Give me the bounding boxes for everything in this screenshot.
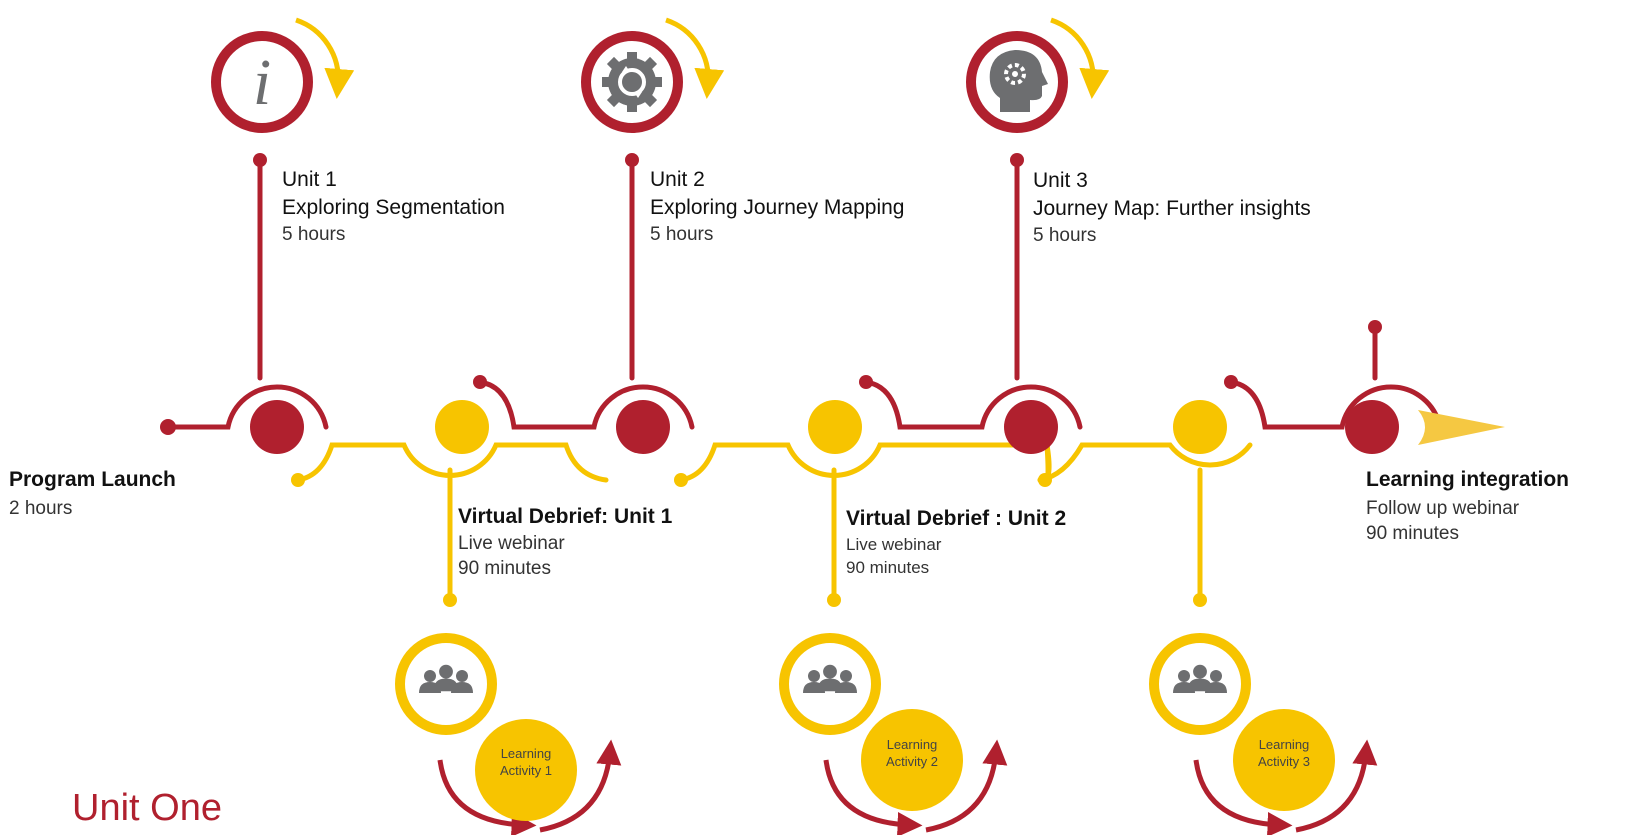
debrief-2-format: Live webinar: [846, 535, 942, 554]
gear-cycle-icon: [602, 52, 662, 112]
activity-3-line1: Learning: [1258, 737, 1310, 752]
unit-1-duration: 5 hours: [282, 224, 346, 245]
activity-3-line2: Activity 3: [1257, 754, 1310, 769]
head-gear-icon: [989, 50, 1048, 112]
unit-3-duration: 5 hours: [1033, 225, 1097, 246]
debrief-1-title: Virtual Debrief: Unit 1: [458, 505, 673, 528]
red-timeline-path: [165, 157, 1443, 430]
unit-3-number: Unit 3: [1033, 169, 1088, 192]
launch-duration: 2 hours: [9, 498, 73, 519]
activity-1-label: Learning Activity 1: [476, 745, 576, 779]
yellow-timeline-path: [295, 442, 1253, 603]
yellow-node: [808, 400, 862, 454]
yellow-endpoint-dots: [291, 473, 1207, 607]
red-node: [250, 400, 304, 454]
debrief-1-label: Virtual Debrief: Unit 1 Live webinar 90 …: [458, 503, 672, 581]
unit-2-number: Unit 2: [650, 168, 705, 191]
integration-label: Learning integration Follow up webinar 9…: [1366, 466, 1569, 546]
end-arrow: [1418, 410, 1505, 445]
integration-format: Follow up webinar: [1366, 498, 1520, 519]
info-icon: i: [253, 46, 271, 119]
activity-2-label: Learning Activity 2: [862, 736, 962, 770]
debrief-2-duration: 90 minutes: [846, 558, 930, 577]
activity-2-line1: Learning: [886, 737, 938, 752]
unit-2-label: Unit 2 Exploring Journey Mapping 5 hours: [650, 166, 904, 247]
section-heading: Unit One: [72, 787, 222, 829]
unit-1-title: Exploring Segmentation: [282, 196, 505, 219]
activity-1-line2: Activity 1: [499, 763, 552, 778]
activity-1-line1: Learning: [500, 746, 552, 761]
launch-label: Program Launch 2 hours: [9, 466, 176, 521]
yellow-node: [1173, 400, 1227, 454]
launch-title: Program Launch: [9, 468, 176, 491]
unit-2-title: Exploring Journey Mapping: [650, 196, 905, 219]
red-endpoint-dots: [160, 153, 1382, 435]
yellow-node: [435, 400, 489, 454]
unit-3-title: Journey Map: Further insights: [1033, 197, 1311, 220]
debrief-2-title: Virtual Debrief : Unit 2: [846, 507, 1067, 530]
integration-duration: 90 minutes: [1366, 523, 1459, 544]
activity-2-badge: [779, 633, 1008, 835]
debrief-1-duration: 90 minutes: [458, 558, 551, 579]
red-node: [616, 400, 670, 454]
red-node: [1004, 400, 1058, 454]
unit-3-label: Unit 3 Journey Map: Further insights 5 h…: [1033, 167, 1311, 248]
activity-1-badge: [395, 633, 622, 835]
svg-text:i: i: [253, 46, 271, 119]
unit-1-number: Unit 1: [282, 168, 337, 191]
debrief-2-label: Virtual Debrief : Unit 2 Live webinar 90…: [846, 505, 1066, 579]
debrief-1-format: Live webinar: [458, 533, 565, 554]
red-node: [1345, 400, 1399, 454]
activity-3-label: Learning Activity 3: [1234, 736, 1334, 770]
integration-title: Learning integration: [1366, 468, 1570, 491]
unit-1-icon-badge: [211, 17, 355, 133]
unit-1-label: Unit 1 Exploring Segmentation 5 hours: [282, 166, 505, 247]
unit-2-duration: 5 hours: [650, 224, 714, 245]
activity-3-badge: [1149, 633, 1378, 835]
activity-2-line2: Activity 2: [885, 754, 938, 769]
